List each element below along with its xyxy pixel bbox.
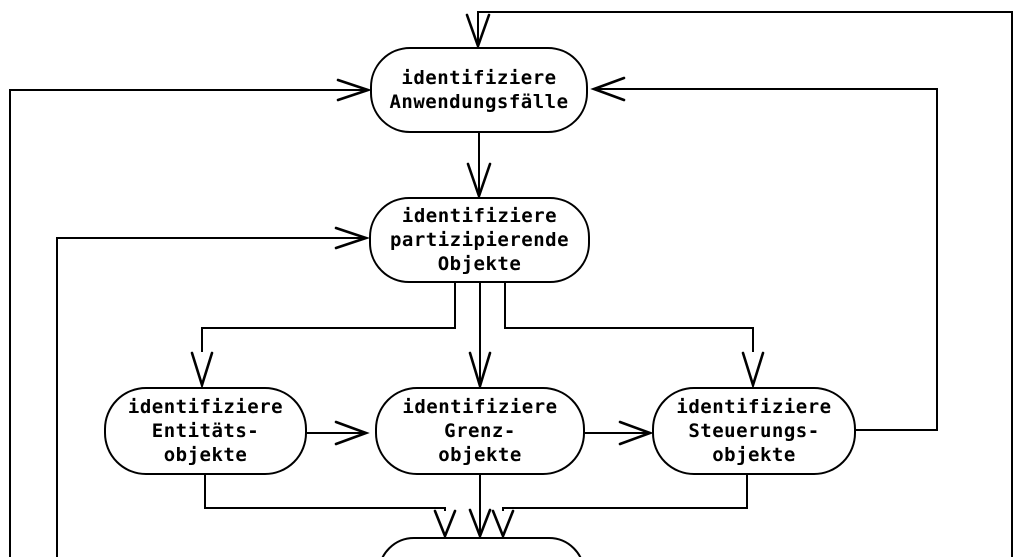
edge-steuerungs-to-bottom — [491, 475, 748, 540]
node-identifiziere-entitaetsobjekte: identifiziere Entitäts- objekte — [104, 387, 307, 475]
edge-partizipierende-to-grenz — [468, 283, 492, 391]
node-identifiziere-steuerungsobjekte: identifiziere Steuerungs- objekte — [652, 387, 856, 475]
edge-bottom-to-anwendungsfaelle-top-loop — [465, 11, 1013, 557]
node-identifiziere-anwendungsfaelle: identifiziere Anwendungsfälle — [370, 47, 588, 133]
edge-left-inner-loop-to-partizipierende — [56, 226, 371, 557]
edge-partizipierende-to-steuerungs — [504, 283, 765, 390]
edge-steuerungs-to-anwendungsfaelle — [590, 76, 938, 431]
edge-grenz-to-bottom — [468, 475, 492, 540]
edge-partizipierende-to-entitaets — [190, 283, 456, 390]
node-identifiziere-grenzobjekte: identifiziere Grenz- objekte — [375, 387, 585, 475]
node-bottom-partial — [378, 537, 585, 557]
node-identifiziere-partizipierende-objekte: identifiziere partizipierende Objekte — [369, 197, 590, 283]
edge-left-outer-loop-to-anwendungsfaelle — [9, 78, 373, 557]
edge-entitaets-to-grenz — [307, 420, 370, 446]
edge-anwendungsfaelle-to-partizipierende — [466, 133, 492, 200]
edge-entitaets-to-bottom — [204, 475, 457, 540]
edge-grenz-to-steuerungs — [585, 420, 654, 446]
